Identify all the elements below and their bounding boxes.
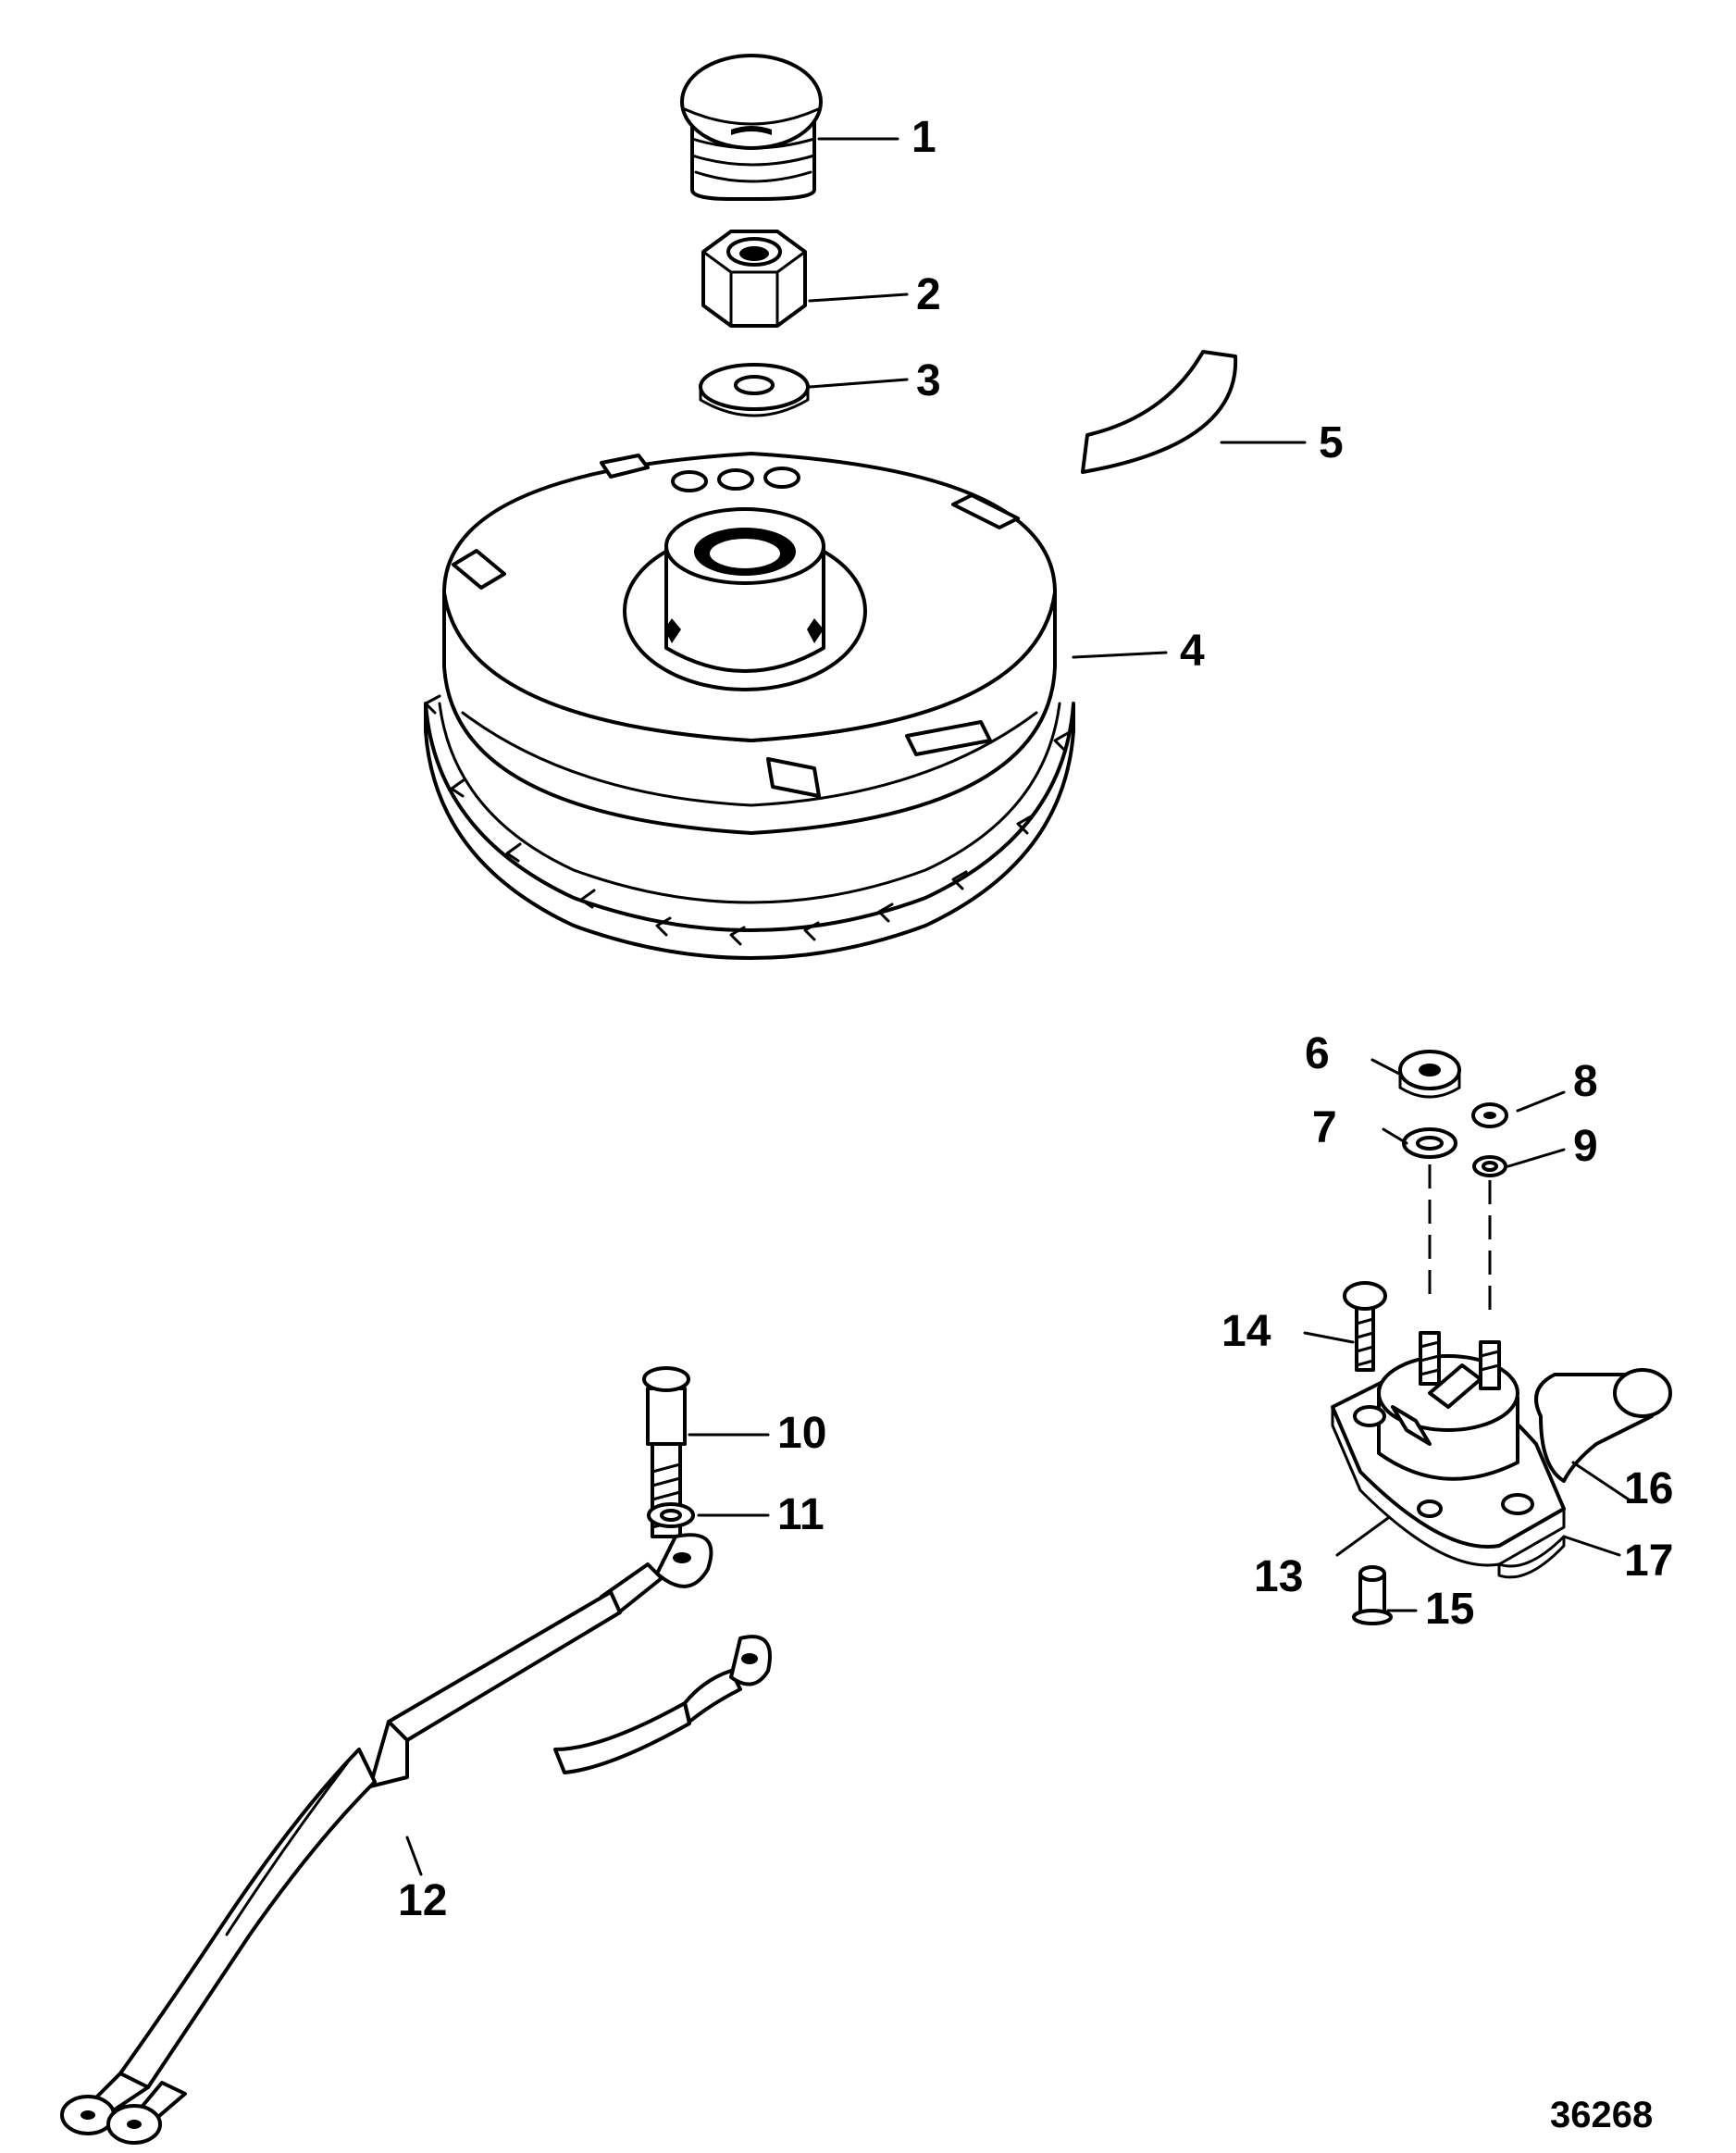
callout-8: 8: [1573, 1057, 1598, 1106]
part-1-cap: [680, 54, 823, 201]
part-3-washer: [699, 363, 810, 417]
callout-12: 12: [398, 1876, 448, 1925]
callout-15: 15: [1425, 1585, 1475, 1634]
callout-16: 16: [1624, 1464, 1674, 1513]
part-17-gasket: [1497, 1535, 1566, 1579]
part-11-lockwasher: [647, 1502, 695, 1528]
callout-13: 13: [1254, 1552, 1304, 1601]
part-8-nut: [1471, 1102, 1508, 1128]
callout-3: 3: [916, 356, 941, 405]
part-7-lockwasher: [1402, 1127, 1457, 1159]
part-13-solenoid: [1331, 1331, 1566, 1567]
callout-9: 9: [1573, 1122, 1598, 1171]
callout-14: 14: [1221, 1307, 1271, 1356]
callout-4: 4: [1180, 627, 1205, 676]
part-5-key: [1081, 350, 1238, 474]
part-12-cable: [60, 1533, 772, 2145]
part-2-nut: [701, 230, 807, 328]
callout-11: 11: [777, 1490, 825, 1539]
figure-number: 36268: [1550, 2095, 1654, 2135]
callout-2: 2: [916, 270, 941, 319]
part-14-screw: [1343, 1281, 1387, 1372]
callout-10: 10: [777, 1409, 827, 1458]
part-9-lockwasher: [1472, 1155, 1507, 1177]
callout-7: 7: [1312, 1103, 1337, 1152]
part-4-flywheel: [424, 452, 1075, 960]
part-15-sleeve: [1352, 1565, 1393, 1625]
callout-17: 17: [1624, 1537, 1674, 1586]
part-16-boot: [1534, 1368, 1672, 1483]
callout-5: 5: [1319, 418, 1344, 467]
leader-lines: [405, 137, 1631, 1876]
callout-6: 6: [1305, 1029, 1330, 1078]
part-6-nut: [1398, 1050, 1461, 1099]
callout-1: 1: [911, 113, 936, 162]
